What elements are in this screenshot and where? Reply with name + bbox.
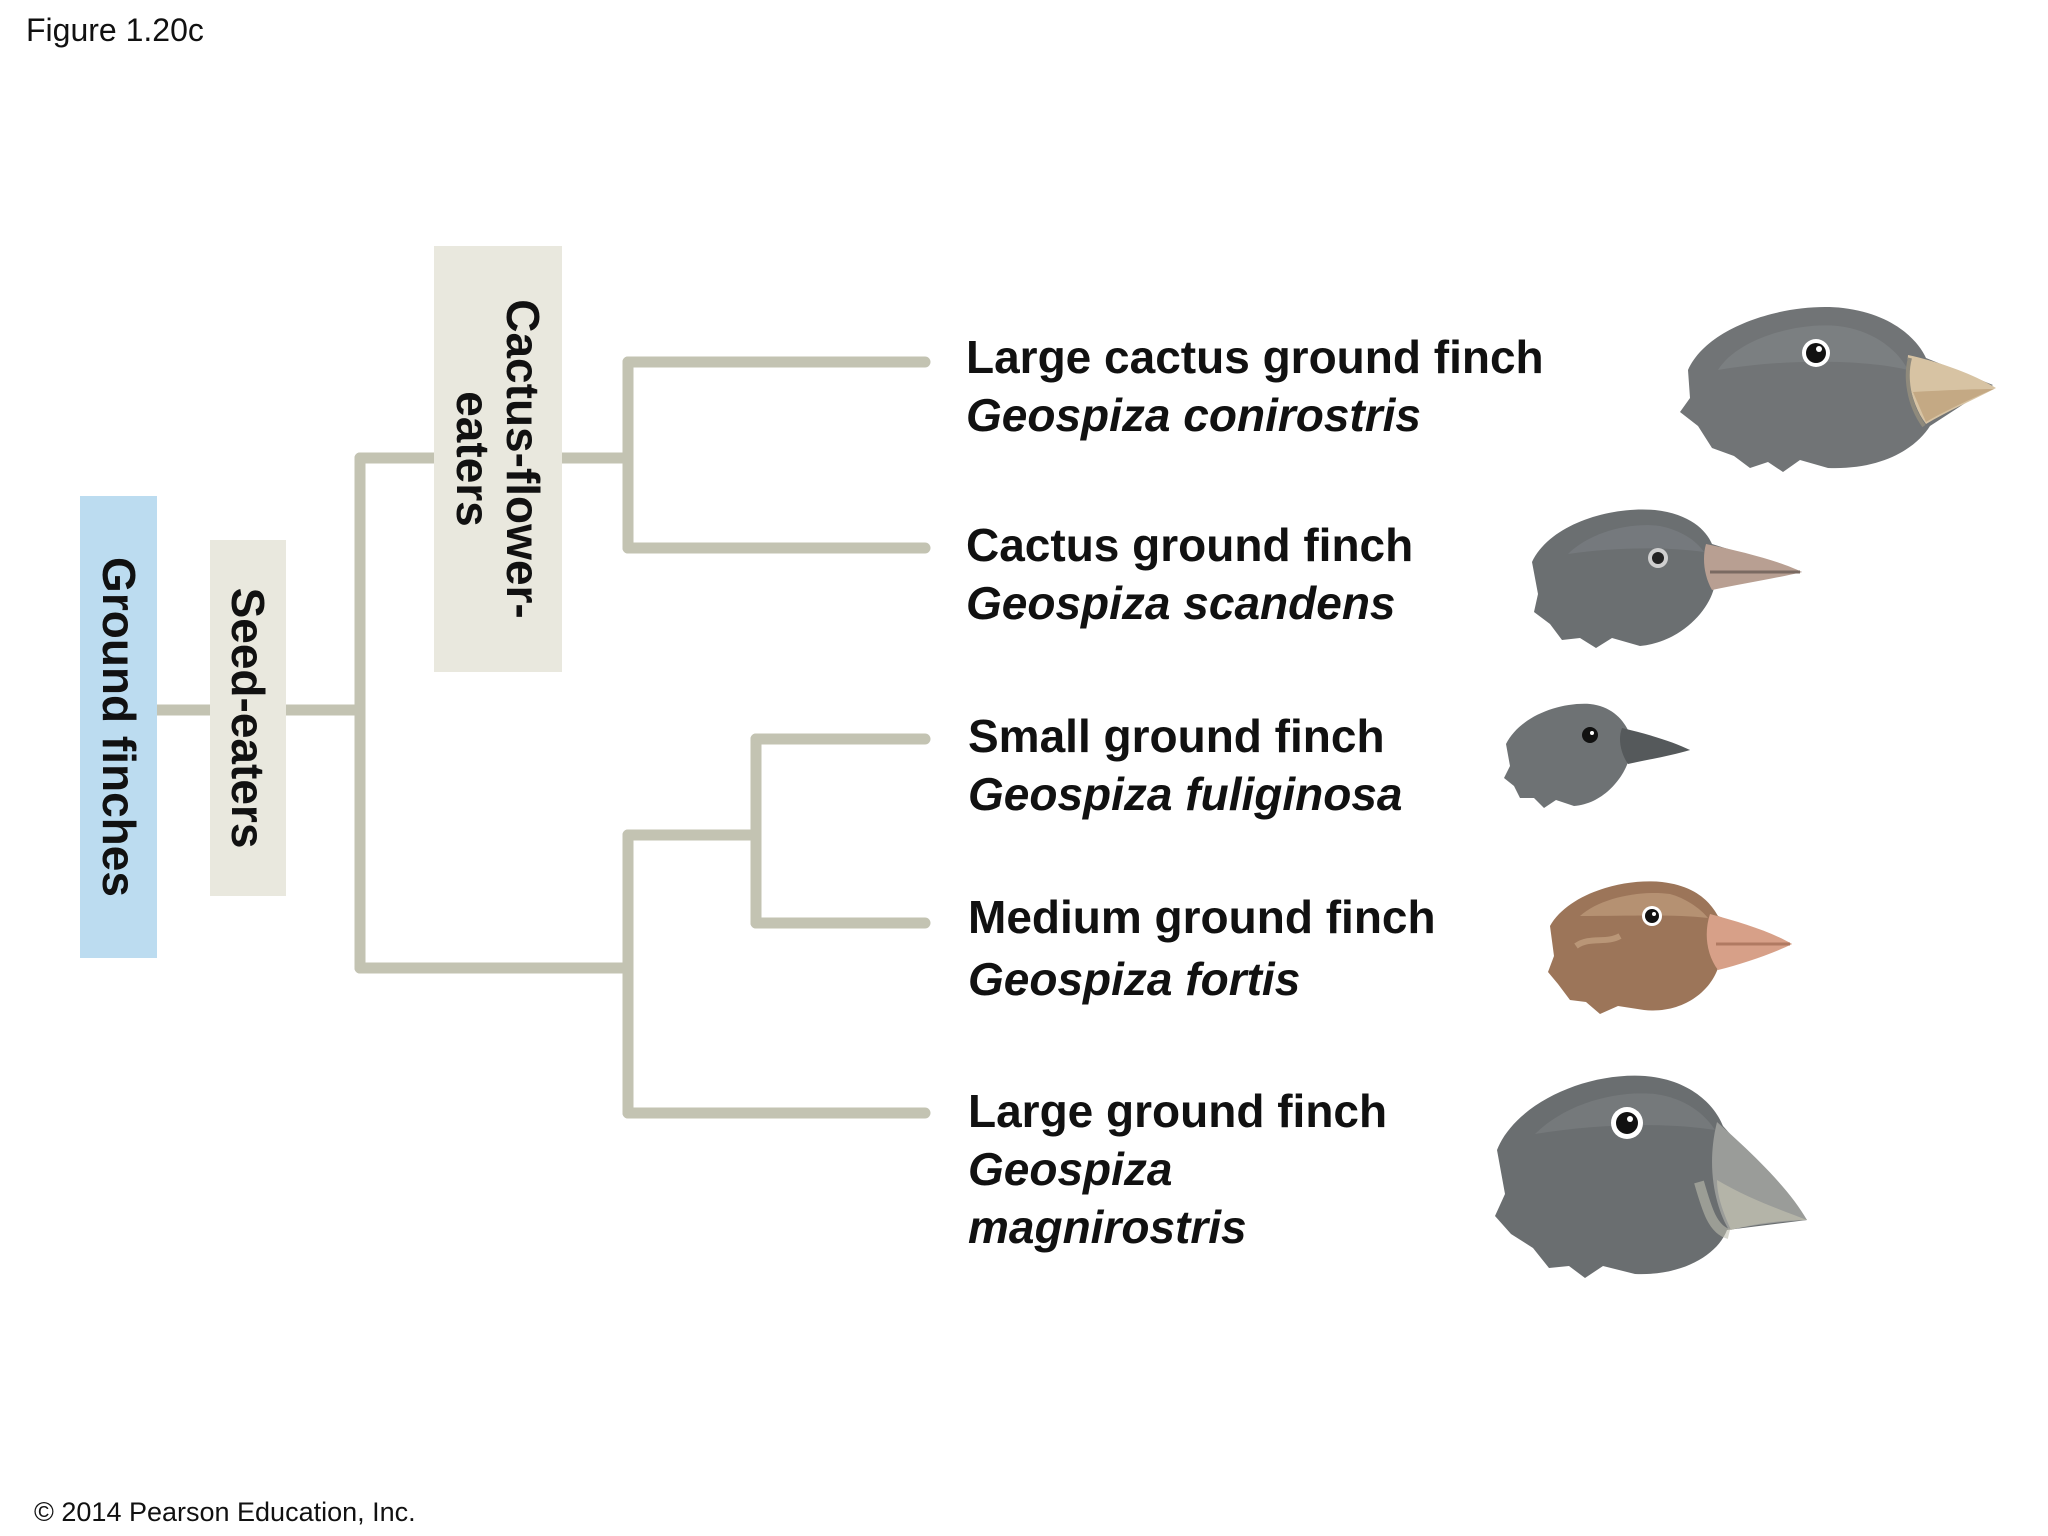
cactus-label-line2: eaters bbox=[447, 391, 499, 527]
cactus-label-line1: Cactus-flower- bbox=[497, 299, 549, 619]
species-scientific-name-line1: Geospiza bbox=[968, 1143, 1173, 1195]
species-common-name: Large cactus ground finch bbox=[966, 331, 1544, 383]
species-scientific-name: Geospiza scandens bbox=[966, 577, 1396, 629]
copyright-notice: © 2014 Pearson Education, Inc. bbox=[34, 1497, 416, 1527]
ground-finches-box: Ground finches bbox=[80, 496, 157, 958]
medium-ground-finch-head-icon bbox=[1548, 881, 1792, 1014]
seed-eaters-box: Seed-eaters bbox=[210, 540, 286, 896]
species-scientific-name: Geospiza fuliginosa bbox=[968, 768, 1403, 820]
species-common-name: Small ground finch bbox=[968, 710, 1385, 762]
species-large-cactus-ground-finch: Large cactus ground finch Geospiza conir… bbox=[966, 328, 1544, 444]
species-large-ground-finch: Large ground finch Geospiza magnirostris bbox=[968, 1082, 1387, 1256]
cactus-flower-eaters-label: Cactus-flower- eaters bbox=[447, 299, 549, 619]
large-ground-finch-head-icon bbox=[1495, 1075, 1807, 1278]
species-scientific-name-line2: magnirostris bbox=[968, 1201, 1247, 1253]
species-small-ground-finch: Small ground finch Geospiza fuliginosa bbox=[968, 707, 1403, 823]
figure-label: Figure 1.20c bbox=[26, 12, 204, 48]
species-scientific-name: Geospiza fortis bbox=[968, 953, 1301, 1005]
species-common-name: Cactus ground finch bbox=[966, 519, 1414, 571]
species-scientific-name: Geospiza conirostris bbox=[966, 389, 1422, 441]
small-ground-finch-head-icon bbox=[1504, 703, 1690, 808]
large-cactus-ground-finch-head-icon bbox=[1680, 307, 1996, 472]
species-common-name: Medium ground finch bbox=[968, 891, 1436, 943]
species-cactus-ground-finch: Cactus ground finch Geospiza scandens bbox=[966, 516, 1413, 632]
species-medium-ground-finch: Medium ground finch Geospiza fortis bbox=[968, 886, 1436, 1010]
species-common-name: Large ground finch bbox=[968, 1085, 1388, 1137]
cactus-ground-finch-head-icon bbox=[1532, 509, 1802, 648]
seed-eaters-label: Seed-eaters bbox=[222, 587, 274, 849]
ground-finches-label: Ground finches bbox=[92, 557, 145, 897]
cactus-flower-eaters-box: Cactus-flower- eaters bbox=[434, 246, 562, 672]
